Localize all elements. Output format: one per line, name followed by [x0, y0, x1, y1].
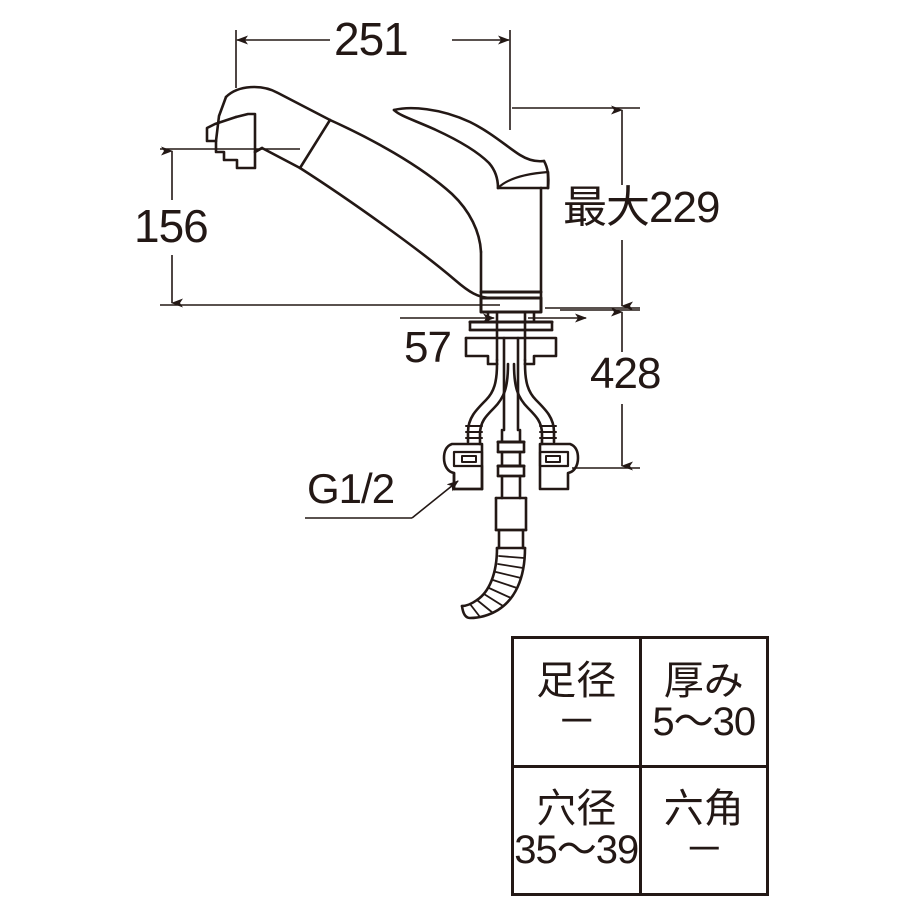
dimension-lines: [160, 30, 640, 519]
leader-arrow-g12: [411, 480, 459, 519]
table-cell-thickness: 厚み 5～30: [638, 636, 769, 768]
table-row: 足径 － 厚み 5～30: [511, 636, 769, 768]
table-cell-hole-diameter: 穴径 35～39: [511, 764, 642, 896]
cell-label-hole-diameter: 穴径: [536, 787, 617, 832]
cell-label-foot-diameter: 足径: [536, 658, 617, 703]
dimension-label-thread-callout: G1/2: [307, 465, 395, 512]
table-cell-foot-diameter: 足径 －: [511, 636, 642, 768]
cell-value-thickness: 5～30: [652, 699, 756, 744]
table-cell-hex: 六角 －: [638, 764, 769, 896]
faucet-body-outline: [205, 85, 580, 620]
cell-value-hole-diameter: 35～39: [514, 828, 639, 873]
dimension-label-shank-diameter: 57: [404, 323, 452, 372]
dimension-label-width: 251: [334, 13, 409, 65]
nozzle-tip-icon: [205, 115, 238, 143]
cell-value-hex: －: [684, 828, 724, 873]
table-row: 穴径 35～39 六角 －: [511, 764, 769, 896]
cell-value-foot-diameter: －: [556, 699, 597, 744]
dimension-label-spout-height: 156: [134, 200, 209, 252]
dimension-label-supply-length: 428: [590, 349, 661, 398]
dimension-label-max-height: 最大229: [563, 183, 720, 232]
cell-label-thickness: 厚み: [663, 658, 744, 703]
cell-label-hex: 六角: [663, 787, 744, 832]
specification-table: 足径 － 厚み 5～30 穴径 35～39: [511, 636, 769, 896]
